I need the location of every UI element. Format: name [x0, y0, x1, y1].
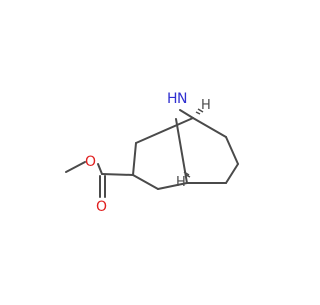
bond-c1-n: [179, 109, 194, 119]
hash-top-1: [195, 111, 201, 115]
hash-top-2: [197, 108, 204, 113]
bond-c8-c1: [135, 117, 194, 144]
bond-c7-c8: [132, 142, 137, 176]
bridgehead-top-h-label: H: [201, 98, 211, 113]
bond-c1-c2: [192, 117, 227, 138]
molecule-canvas: H N H H O O: [65, 91, 239, 215]
bond-c7-ccarbonyl: [101, 173, 134, 176]
carbonyl-oxygen-label: O: [96, 199, 107, 215]
hash-bottom-2: [183, 171, 190, 176]
bond-oester-methyl: [65, 161, 86, 173]
hash-bottom-1: [185, 174, 191, 178]
bond-c6-c7: [132, 174, 159, 190]
bond-c5-c6: [157, 182, 188, 190]
nitrogen-label: N: [177, 91, 187, 107]
bridgehead-bottom-h-label: H: [176, 175, 186, 190]
ester-oxygen-label: O: [85, 154, 96, 170]
hash-bonds: [183, 108, 204, 178]
bond-ccarbonyl-oester: [97, 163, 103, 175]
bond-c2-c3: [225, 136, 239, 165]
bond-c3-c4: [225, 163, 239, 184]
nitrogen-h-label: H: [167, 91, 178, 107]
structure-diagram: H N H H O O: [65, 91, 239, 215]
